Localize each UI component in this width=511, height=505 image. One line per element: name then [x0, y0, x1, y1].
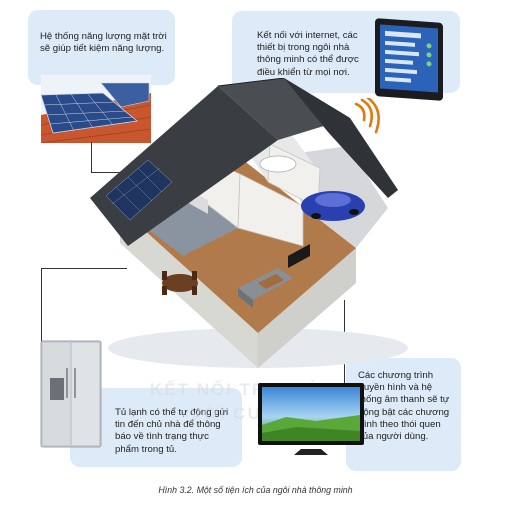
- solar-connector-line-h: [91, 172, 141, 173]
- television-image: [258, 383, 364, 455]
- solar-energy-callout: Hệ thống năng lượng mặt trời sẽ giúp tiế…: [28, 10, 175, 85]
- solar-panel-image: [41, 75, 151, 143]
- tv-text: Các chương trình truyền hình và hệ thống…: [358, 370, 450, 443]
- fridge-connector-line-h: [41, 268, 127, 269]
- internet-text: Kết nối với internet, các thiết bị trong…: [257, 30, 359, 78]
- solar-energy-text: Hệ thống năng lượng mặt trời sẽ giúp tiế…: [40, 31, 167, 55]
- solar-connector-line: [91, 142, 92, 173]
- refrigerator-image: [40, 340, 102, 448]
- smart-house-illustration: [90, 78, 408, 368]
- fridge-text: Tủ lạnh có thể tự động gửi tin đến chủ n…: [115, 407, 229, 455]
- wifi-signal-icon: [354, 98, 380, 134]
- fridge-connector-line: [41, 268, 42, 343]
- tv-callout: Các chương trình truyền hình và hệ thống…: [346, 358, 461, 471]
- tablet-image: [375, 18, 443, 101]
- figure-caption: Hình 3.2. Một số tiện ích của ngôi nhà t…: [158, 485, 353, 495]
